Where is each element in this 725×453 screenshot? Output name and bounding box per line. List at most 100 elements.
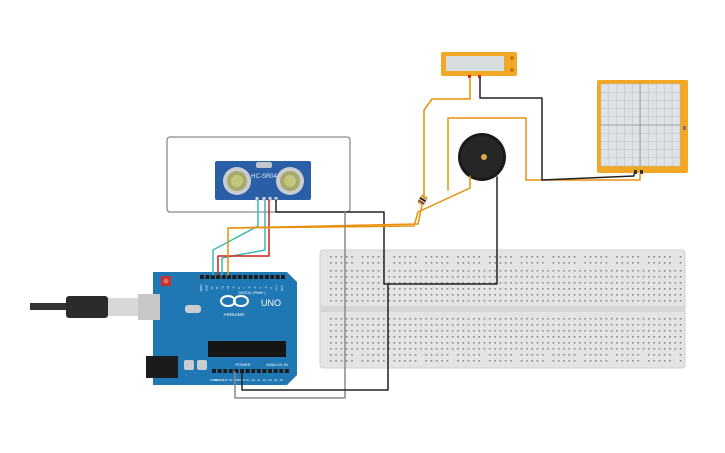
breadboard-hole[interactable] — [345, 276, 348, 278]
breadboard-hole[interactable] — [409, 354, 412, 356]
breadboard-hole[interactable] — [430, 330, 433, 332]
breadboard-hole[interactable] — [457, 330, 459, 332]
breadboard-hole[interactable] — [536, 282, 539, 284]
breadboard-hole[interactable] — [425, 330, 427, 332]
breadboard-hole[interactable] — [441, 256, 443, 258]
breadboard-hole[interactable] — [547, 288, 549, 290]
breadboard-hole[interactable] — [610, 300, 613, 302]
breadboard-hole[interactable] — [663, 300, 666, 302]
breadboard-hole[interactable] — [377, 262, 380, 264]
breadboard-hole[interactable] — [504, 342, 507, 344]
breadboard-hole[interactable] — [600, 300, 602, 302]
breadboard-hole[interactable] — [430, 256, 433, 258]
breadboard-hole[interactable] — [420, 270, 422, 272]
breadboard-hole[interactable] — [367, 342, 369, 344]
breadboard-hole[interactable] — [404, 318, 406, 320]
breadboard-hole[interactable] — [648, 360, 650, 362]
breadboard-hole[interactable] — [579, 276, 581, 278]
breadboard-hole[interactable] — [531, 294, 533, 296]
breadboard-hole[interactable] — [367, 318, 369, 320]
breadboard-hole[interactable] — [642, 276, 645, 278]
breadboard-hole[interactable] — [361, 300, 364, 302]
breadboard-hole[interactable] — [669, 288, 671, 290]
breadboard-hole[interactable] — [579, 270, 581, 272]
breadboard-hole[interactable] — [478, 256, 480, 258]
breadboard-hole[interactable] — [616, 318, 618, 320]
breadboard-hole[interactable] — [632, 348, 634, 350]
breadboard-hole[interactable] — [579, 336, 581, 338]
breadboard-hole[interactable] — [398, 276, 401, 278]
breadboard-hole[interactable] — [536, 330, 539, 332]
breadboard-hole[interactable] — [573, 336, 576, 338]
breadboard-hole[interactable] — [679, 300, 682, 302]
breadboard-hole[interactable] — [504, 360, 507, 362]
breadboard-hole[interactable] — [653, 318, 655, 320]
breadboard-hole[interactable] — [531, 336, 533, 338]
breadboard-hole[interactable] — [642, 288, 645, 290]
breadboard-hole[interactable] — [632, 342, 634, 344]
breadboard-hole[interactable] — [515, 270, 518, 272]
breadboard-hole[interactable] — [568, 330, 571, 332]
breadboard-hole[interactable] — [595, 300, 597, 302]
breadboard-hole[interactable] — [600, 348, 602, 350]
wire-sensor-vcc[interactable] — [217, 199, 270, 276]
breadboard-hole[interactable] — [653, 294, 655, 296]
breadboard-hole[interactable] — [621, 354, 624, 356]
breadboard-hole[interactable] — [605, 360, 608, 362]
breadboard-hole[interactable] — [446, 330, 449, 332]
breadboard-hole[interactable] — [637, 360, 639, 362]
breadboard-hole[interactable] — [499, 294, 502, 296]
breadboard-hole[interactable] — [451, 282, 454, 284]
breadboard-hole[interactable] — [441, 270, 443, 272]
digital-pin[interactable] — [259, 275, 264, 279]
breadboard-hole[interactable] — [573, 348, 576, 350]
breadboard-hole[interactable] — [367, 276, 369, 278]
breadboard-hole[interactable] — [658, 282, 661, 284]
breadboard-hole[interactable] — [494, 330, 496, 332]
breadboard-hole[interactable] — [568, 342, 571, 344]
breadboard-hole[interactable] — [504, 324, 507, 326]
breadboard-hole[interactable] — [557, 288, 560, 290]
breadboard-hole[interactable] — [653, 354, 655, 356]
breadboard-hole[interactable] — [330, 318, 332, 320]
breadboard-hole[interactable] — [345, 318, 348, 320]
breadboard-hole[interactable] — [563, 270, 565, 272]
breadboard-hole[interactable] — [441, 294, 443, 296]
breadboard-hole[interactable] — [526, 294, 528, 296]
breadboard-hole[interactable] — [520, 276, 523, 278]
breadboard-hole[interactable] — [473, 300, 475, 302]
breadboard-hole[interactable] — [351, 288, 353, 290]
breadboard-hole[interactable] — [345, 270, 348, 272]
breadboard-hole[interactable] — [510, 336, 512, 338]
breadboard-hole[interactable] — [610, 276, 613, 278]
breadboard-hole[interactable] — [361, 354, 364, 356]
breadboard-hole[interactable] — [653, 300, 655, 302]
breadboard-hole[interactable] — [398, 348, 401, 350]
breadboard-hole[interactable] — [330, 288, 332, 290]
breadboard-hole[interactable] — [457, 282, 459, 284]
breadboard-hole[interactable] — [547, 276, 549, 278]
breadboard-hole[interactable] — [542, 262, 544, 264]
breadboard-hole[interactable] — [494, 276, 496, 278]
breadboard-hole[interactable] — [663, 256, 666, 258]
lcd-display[interactable] — [441, 52, 517, 78]
breadboard-hole[interactable] — [542, 270, 544, 272]
breadboard-hole[interactable] — [361, 360, 364, 362]
breadboard-hole[interactable] — [457, 288, 459, 290]
breadboard-hole[interactable] — [510, 300, 512, 302]
breadboard-hole[interactable] — [595, 256, 597, 258]
breadboard-hole[interactable] — [653, 262, 655, 264]
breadboard-hole[interactable] — [642, 294, 645, 296]
breadboard-hole[interactable] — [335, 276, 337, 278]
breadboard-hole[interactable] — [653, 330, 655, 332]
breadboard-hole[interactable] — [393, 276, 396, 278]
bottom-pin[interactable] — [284, 369, 289, 373]
breadboard-hole[interactable] — [473, 330, 475, 332]
breadboard-hole[interactable] — [536, 276, 539, 278]
breadboard-hole[interactable] — [340, 330, 343, 332]
breadboard-hole[interactable] — [457, 360, 459, 362]
breadboard-hole[interactable] — [425, 262, 427, 264]
breadboard-hole[interactable] — [669, 270, 671, 272]
breadboard-hole[interactable] — [584, 262, 586, 264]
breadboard-hole[interactable] — [340, 318, 343, 320]
